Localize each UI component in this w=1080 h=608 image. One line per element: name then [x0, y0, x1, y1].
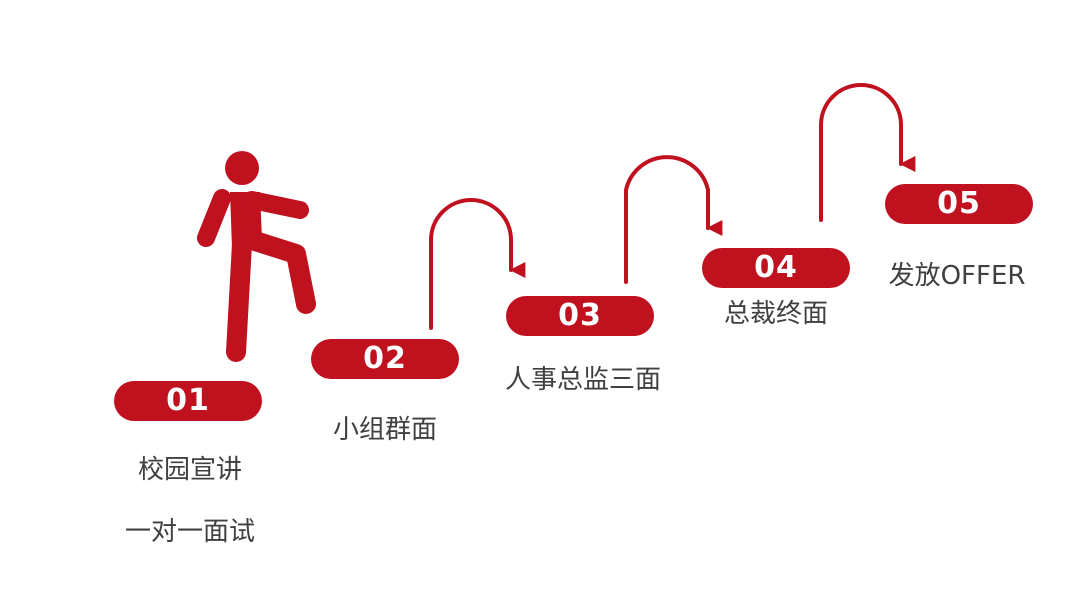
step-3-badge: 03: [506, 296, 654, 336]
curved-arrow-icon: [819, 83, 916, 222]
step-2-badge: 02: [311, 339, 459, 379]
step-5-badge: 05: [885, 184, 1033, 224]
step-1-badge: 01: [114, 381, 262, 421]
step-4-label: 总裁终面: [723, 299, 829, 329]
step-4-badge: 04: [702, 248, 850, 288]
curved-arrow-icon: [624, 155, 723, 284]
step-2-label: 小组群面: [332, 415, 438, 445]
curved-arrow-icon: [429, 198, 526, 330]
step-3-label: 人事总监三面: [504, 365, 662, 395]
step-1-sublabel: 一对一面试: [124, 517, 256, 547]
step-5-label: 发放OFFER: [888, 261, 1026, 291]
step-1-label: 校园宣讲: [137, 455, 243, 485]
